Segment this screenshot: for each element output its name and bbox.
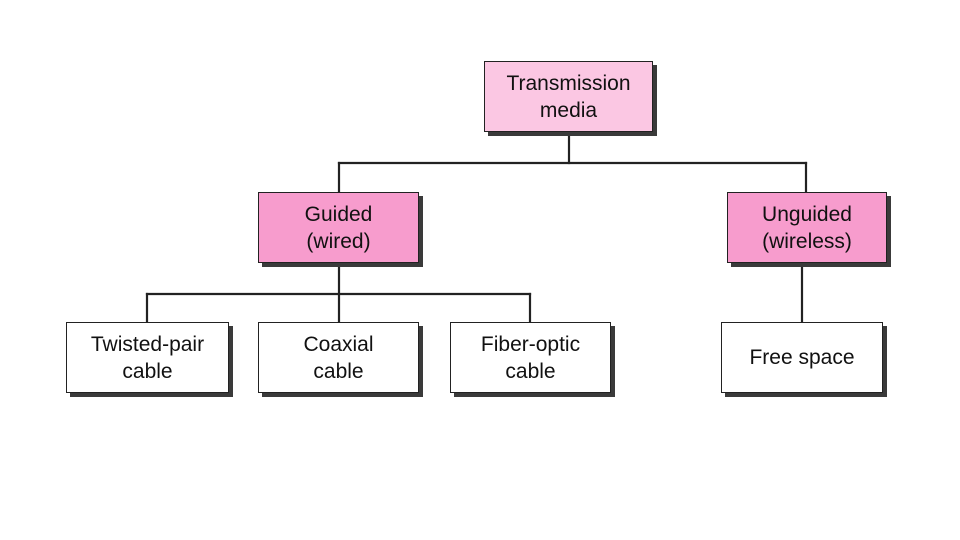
node-label-line: cable <box>122 359 173 383</box>
node-free-space: Free space <box>721 322 883 393</box>
node-label-line: Twisted-pair <box>90 332 205 356</box>
node-label-line: Transmission <box>506 71 631 95</box>
node-transmission-media: Transmission media <box>484 61 653 132</box>
node-twisted-pair-cable: Twisted-pair cable <box>66 322 229 393</box>
node-label-line: Coaxial <box>303 332 374 356</box>
node-label-line: cable <box>505 359 556 383</box>
node-label-line: Unguided <box>762 202 852 226</box>
node-label-line: Guided <box>304 202 373 226</box>
node-guided-wired: Guided (wired) <box>258 192 419 263</box>
node-label-line: cable <box>313 359 364 383</box>
node-unguided-wireless: Unguided (wireless) <box>727 192 887 263</box>
node-label-line: media <box>539 98 598 122</box>
node-label-line: Free space <box>749 346 855 369</box>
node-label-line: (wired) <box>306 229 371 253</box>
node-coaxial-cable: Coaxial cable <box>258 322 419 393</box>
node-label-line: Fiber-optic <box>480 332 581 356</box>
node-label-line: (wireless) <box>762 229 852 253</box>
node-fiber-optic-cable: Fiber-optic cable <box>450 322 611 393</box>
